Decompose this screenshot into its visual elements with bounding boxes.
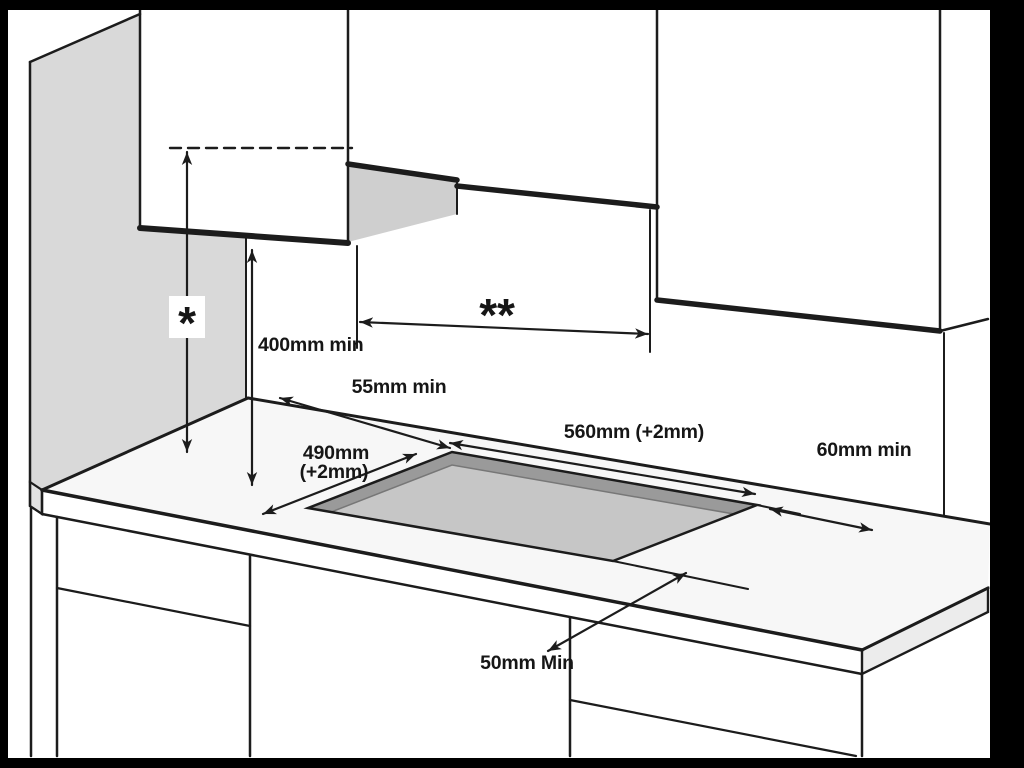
label-55mm-min: 55mm min xyxy=(352,376,447,398)
dimension-arrows xyxy=(181,150,874,653)
label-star-symbol: * xyxy=(178,297,196,349)
right-cabinet-bottom-edge xyxy=(654,297,943,334)
dimension-60mm-arrow xyxy=(768,506,874,533)
right-drawer-line xyxy=(568,698,858,758)
label-490mm-line2: (+2mm) xyxy=(300,461,369,483)
dimension-double-star-arrow xyxy=(358,317,650,339)
label-400mm-min: 400mm min xyxy=(258,334,364,356)
dimension-55mm-arrow xyxy=(278,396,452,450)
recess-top-edge xyxy=(345,161,460,183)
dimension-labels: * ** 400mm min 55mm min 560mm (+2mm) 490… xyxy=(169,289,912,674)
dimension-490mm-arrow xyxy=(261,452,418,516)
star-symbol-box xyxy=(169,296,205,338)
right-cabinet-side-bottom xyxy=(938,317,990,333)
label-60mm-min: 60mm min xyxy=(817,439,912,461)
dimension-560mm-arrow xyxy=(448,440,757,497)
label-50mm-min: 50mm Min xyxy=(480,652,574,674)
hood-recess-panel xyxy=(348,164,457,242)
side-wall-top-edge xyxy=(28,12,142,64)
label-560mm: 560mm (+2mm) xyxy=(564,421,704,443)
dimension-50mm-arrow xyxy=(546,571,688,653)
label-double-star-symbol: ** xyxy=(479,289,515,341)
label-490mm-line1: 490mm xyxy=(303,442,369,464)
kitchen-scene: * ** 400mm min 55mm min 560mm (+2mm) 490… xyxy=(28,10,990,758)
wall-cabinets xyxy=(28,10,990,517)
base-cabinets xyxy=(28,480,864,758)
left-cabinet-bottom-edge xyxy=(137,225,351,246)
middle-cabinet-bottom-edge xyxy=(454,183,660,210)
left-drawer-line xyxy=(55,586,252,628)
